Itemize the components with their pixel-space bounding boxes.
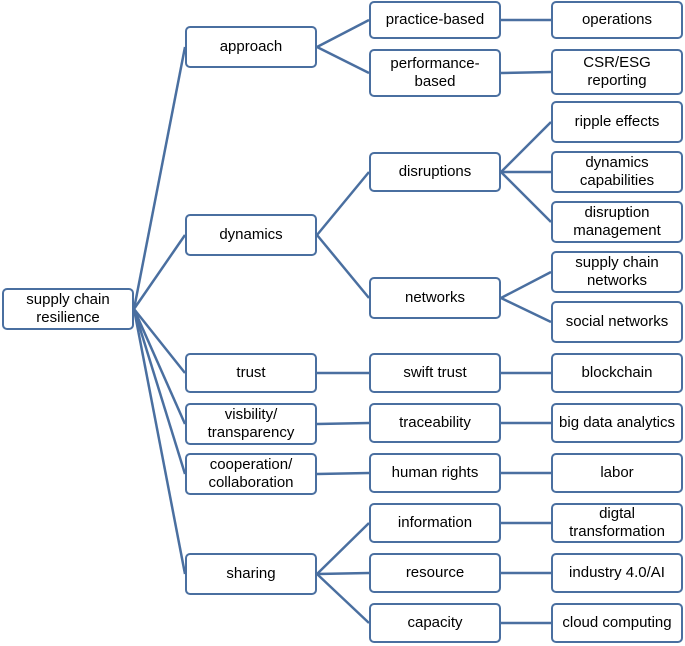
edge-performance-csr [500,70,552,75]
node-label: big data analytics [559,414,675,431]
node-label: cloud computing [562,614,672,631]
node-industry: industry 4.0/AI [551,553,683,593]
node-label: visbility/transparency [207,406,295,441]
edge-approach-practice [316,18,370,49]
node-label: capacity [407,614,463,631]
node-label: information [397,514,473,531]
node-networks: networks [369,277,501,319]
node-label: trust [236,364,266,381]
edge-sharing-resource [316,571,370,576]
edge-dynamics-networks [316,234,370,299]
node-cooperation: cooperation/collaboration [185,453,317,495]
node-operations: operations [551,1,683,39]
node-label: swift trust [403,364,467,381]
edge-root-cooperation [132,308,187,475]
edge-approach-performance [316,45,370,75]
node-cloud: cloud computing [551,603,683,643]
node-label: approach [219,38,283,55]
node-label: operations [581,11,653,28]
node-sharing: sharing [185,553,317,595]
node-labor: labor [551,453,683,493]
node-label: industry 4.0/AI [569,564,665,581]
edge-root-approach [132,46,187,310]
edge-root-dynamics [132,234,187,310]
node-visibility: visbility/transparency [185,403,317,445]
node-label: practice-based [385,11,485,28]
edge-cooperation-human [316,471,370,476]
edge-disruptions-disrmgmt [500,171,552,223]
node-blockchain: blockchain [551,353,683,393]
edge-disruptions-ripple [500,121,552,173]
node-label: human rights [391,464,479,481]
edge-sharing-information [316,522,370,575]
node-resource: resource [369,553,501,593]
node-label: labor [600,464,634,481]
node-dynamics: dynamics [185,214,317,256]
edge-root-trust [133,308,186,374]
node-swift: swift trust [369,353,501,393]
node-csr: CSR/ESG reporting [551,49,683,95]
node-performance: performance-based [369,49,501,97]
node-approach: approach [185,26,317,68]
node-label: blockchain [581,364,653,381]
node-label: traceability [399,414,471,431]
node-label: cooperation/collaboration [208,456,294,491]
node-bigdata: big data analytics [551,403,683,443]
node-label: performance-based [390,55,480,90]
node-traceability: traceability [369,403,501,443]
node-practice: practice-based [369,1,501,39]
node-information: information [369,503,501,543]
node-label: ripple effects [574,113,660,130]
node-ripple: ripple effects [551,101,683,143]
node-label: CSR/ESG reporting [583,54,651,89]
edge-sharing-capacity [316,573,370,624]
node-disruptions: disruptions [369,152,501,192]
edge-networks-scnet [500,270,552,300]
node-label: sharing [226,565,276,582]
node-label: resource [405,564,465,581]
node-trust: trust [185,353,317,393]
node-capacity: capacity [369,603,501,643]
edge-root-visibility [132,308,187,425]
node-social: social networks [551,301,683,343]
node-human: human rights [369,453,501,493]
edge-dynamics-disruptions [316,171,370,236]
edge-networks-social [500,296,552,324]
edge-visibility-traceability [316,421,370,426]
edge-root-sharing [132,308,187,575]
node-label: disruptions [398,163,472,180]
node-label: dynamics [219,226,283,243]
node-label: social networks [565,313,669,330]
node-label: networks [404,289,466,306]
